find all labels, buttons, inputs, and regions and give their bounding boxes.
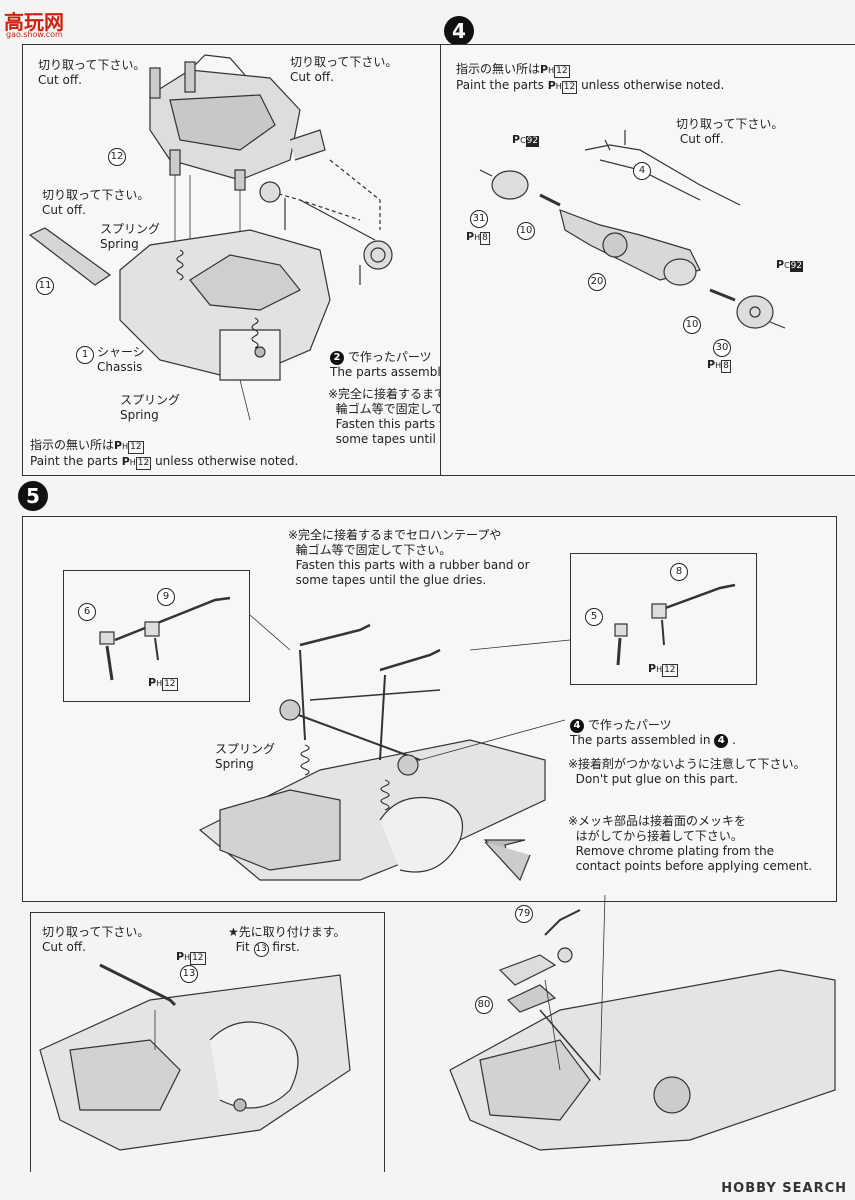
hobby-search-watermark: HOBBY SEARCH — [721, 1181, 847, 1196]
part-10-label-a: 10 — [517, 222, 535, 240]
step4-ref-icon: 4 — [570, 718, 584, 733]
part-10-label-b: 10 — [683, 316, 701, 334]
part-1-label: 1 — [76, 346, 94, 364]
part-9-label: 9 — [157, 588, 175, 606]
step5-chrome-note: ※メッキ部品は接着面のメッキを はがしてから接着して下さい。 Remove ch… — [568, 814, 813, 873]
part-79-label: 79 — [515, 905, 533, 923]
step4-cutoff: 切り取って下さい。 Cut off. — [676, 117, 784, 146]
step3-cutoff-c: 切り取って下さい。Cut off. — [42, 188, 150, 217]
step4-badge: 4 — [444, 16, 474, 46]
step4-pc-a: PC92 — [512, 133, 540, 147]
step3-cutoff-b: 切り取って下さい。Cut off. — [290, 55, 398, 84]
step3-cutoff-a: 切り取って下さい。Cut off. — [38, 58, 146, 87]
step5-badge: 5 — [18, 481, 48, 511]
part-30-label: 30 — [713, 339, 731, 357]
part-4-label: 4 — [633, 162, 651, 180]
step5-glue-note: ※接着剤がつかないように注意して下さい。 Don't put glue on t… — [568, 757, 806, 786]
part-6-label: 6 — [78, 603, 96, 621]
step4-pc-b: PC92 — [776, 258, 804, 272]
step5-fasten-note: ※完全に接着するまでセロハンテープや 輪ゴム等で固定して下さい。 Fasten … — [288, 528, 530, 587]
part-12-label: 12 — [108, 148, 126, 166]
part-13-label: 13 — [180, 965, 198, 983]
part-5-label: 5 — [585, 608, 603, 626]
step5-step4-ref: 4 で作ったパーツ The parts assembled in 4 . — [570, 718, 736, 748]
part-31-label: 31 — [470, 210, 488, 228]
part-8-label: 8 — [670, 563, 688, 581]
part-20-label: 20 — [588, 273, 606, 291]
part-13-inline: 13 — [253, 942, 269, 957]
step5-cutoff: 切り取って下さい。Cut off. — [42, 925, 150, 954]
step4-ref-icon-2: 4 — [714, 733, 729, 748]
step2-ref-icon: 2 — [330, 350, 344, 365]
part-80-label: 80 — [475, 996, 493, 1014]
step5-lower-left-panel — [30, 912, 385, 1172]
part-11-label: 11 — [36, 277, 54, 295]
site-logo: 高玩网 — [4, 10, 64, 34]
step5-fit-first: ★先に取り付けます。 Fit 13 first. — [228, 925, 346, 957]
site-logo-sub: gao.show.com — [6, 30, 63, 39]
